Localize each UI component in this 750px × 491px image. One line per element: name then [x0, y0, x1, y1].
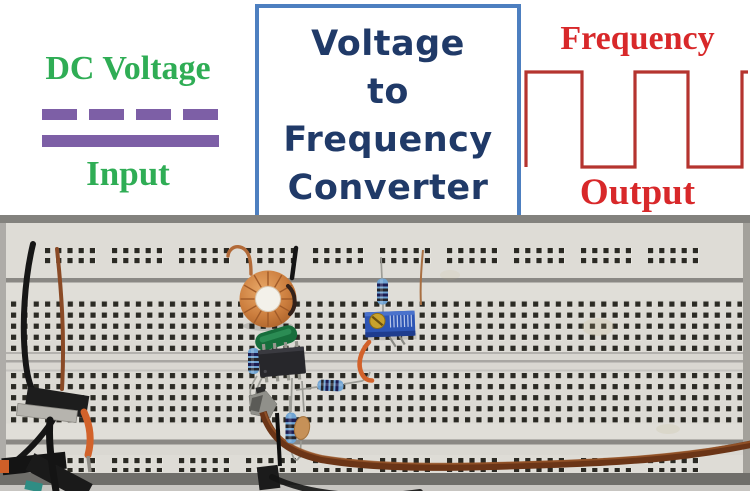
blue-resistor-1 [248, 348, 259, 374]
breadboard-photo [0, 215, 750, 491]
ceramic-disc-capacitor [293, 416, 311, 440]
title-line-2: to [367, 72, 409, 112]
dc-solid-line-icon [42, 135, 219, 147]
black-connector-housing [256, 464, 281, 491]
black-cable-bottom [269, 474, 423, 491]
blue-resistor-2 [317, 379, 344, 392]
dupont-connector-wires [0, 386, 94, 491]
breadboard [0, 215, 750, 491]
square-wave-icon [524, 70, 748, 169]
title-line-3: Frequency [283, 120, 493, 160]
input-label: Input [86, 154, 170, 193]
dc-voltage-label: DC Voltage [45, 50, 211, 87]
black-wire-stub [289, 245, 299, 281]
metal-clip-terminal [248, 386, 278, 419]
banner: DC Voltage Input Voltage to Frequency Co… [0, 0, 750, 220]
title-line-1: Voltage [311, 24, 465, 64]
blue-trimmer-potentiometer [364, 310, 417, 348]
title-box: Voltage to Frequency Converter [255, 4, 521, 220]
toroidal-inductor [239, 270, 297, 331]
long-brown-wire-highlight [264, 411, 750, 465]
dip8-ic-chip [257, 340, 306, 383]
orange-jumper-wire-2 [357, 339, 375, 383]
green-film-capacitor [255, 325, 298, 351]
long-brown-wire [259, 410, 750, 471]
output-label: Output [579, 172, 696, 213]
thin-copper-wire [419, 249, 424, 306]
power-rail-top [43, 247, 703, 264]
copper-wire-loop [226, 245, 253, 276]
metal-strip [16, 402, 78, 424]
brown-jumper-wire [55, 247, 66, 391]
title-line-4: Converter [287, 168, 489, 208]
blue-resistor-4 [377, 278, 388, 305]
black-thin-wire [275, 412, 282, 467]
terminal-grid-bottom [8, 372, 742, 423]
frequency-label: Frequency [560, 20, 715, 57]
dc-dashed-line-icon [42, 109, 219, 120]
orange-jumper-wire [80, 408, 94, 459]
